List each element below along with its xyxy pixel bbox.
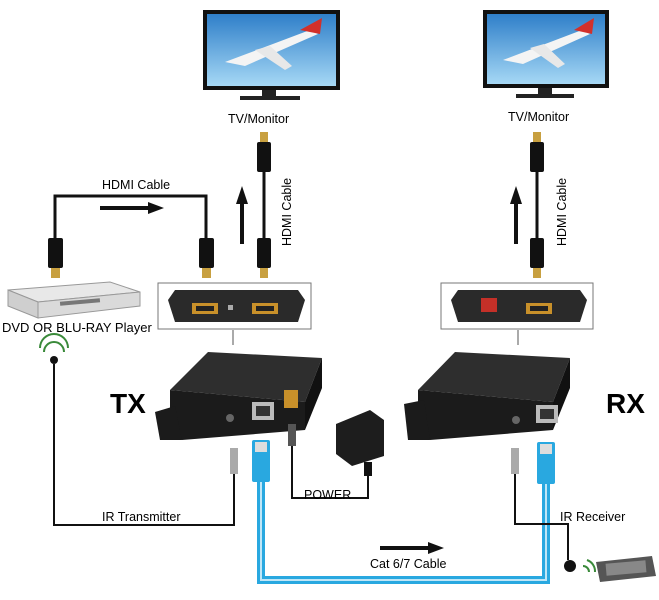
hdmi-cable-vertical-left-label: HDMI Cable [280, 177, 294, 246]
ir-transmitter-cable [53, 364, 238, 526]
cat-cable [252, 440, 555, 584]
ir-receiver-label: IR Receiver [560, 510, 626, 524]
rx-device [404, 352, 570, 440]
hdmi-cable-tx-tv [236, 132, 271, 278]
rx-port-closeup [440, 282, 594, 345]
tv-monitor-right-label: TV/Monitor [508, 110, 570, 124]
tv-monitor-left-label: TV/Monitor [228, 112, 290, 126]
dvd-player [7, 281, 141, 319]
rx-label: RX [606, 388, 645, 419]
cat-cable-label: Cat 6/7 Cable [370, 557, 447, 571]
tv-monitor-right [483, 10, 609, 98]
tx-device [155, 352, 322, 440]
tv-monitor-left [203, 10, 340, 100]
hdmi-cable-vertical-right-label: HDMI Cable [555, 177, 569, 246]
ir-receiver-cable [511, 448, 576, 572]
remote-control [582, 556, 656, 582]
hdmi-cable-rx-tv [510, 132, 544, 278]
hdmi-cable-top-label: HDMI Cable [102, 178, 171, 192]
ir-transmitter-label: IR Transmitter [102, 510, 181, 524]
dvd-player-label: DVD OR BLU-RAY Player [2, 320, 152, 335]
tx-label: TX [110, 388, 146, 419]
ir-signal-icon-left [39, 333, 69, 364]
power-label: POWER [304, 488, 352, 502]
hdmi-cable-dvd-tx [48, 194, 214, 278]
tx-port-closeup [157, 282, 312, 345]
power-adapter [288, 410, 384, 499]
